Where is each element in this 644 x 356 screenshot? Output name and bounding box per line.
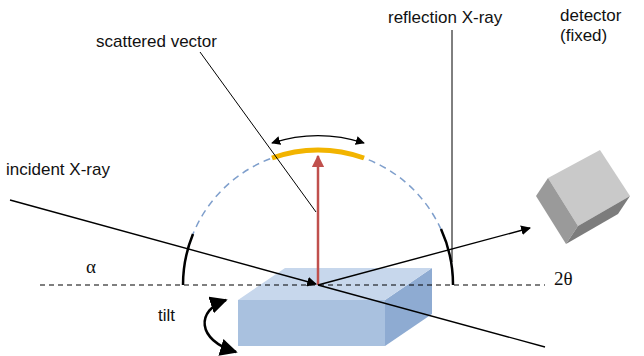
sample-block xyxy=(238,268,432,346)
angle-label: 2θ xyxy=(554,268,573,290)
incident-ray xyxy=(10,200,316,284)
reference-line xyxy=(40,284,545,285)
angle-label: α xyxy=(86,256,96,278)
ray-label: incident X-ray xyxy=(6,160,110,180)
scan-circle xyxy=(183,150,453,285)
vector-label: scattered vector xyxy=(96,32,217,52)
transmitted-ray xyxy=(318,285,545,347)
detector-label: detector (fixed) xyxy=(560,6,640,45)
leader-line xyxy=(200,52,316,212)
ray-label: reflection X-ray xyxy=(388,8,502,28)
tilt-arrow xyxy=(205,300,236,352)
two-theta-arc xyxy=(441,229,453,285)
alpha-arc xyxy=(183,234,193,285)
detector-box xyxy=(536,150,630,244)
leader-line xyxy=(452,30,453,262)
scattered-vector xyxy=(317,156,320,285)
swing-arrow xyxy=(272,136,364,143)
motion-label: tilt xyxy=(158,306,175,326)
reflection-ray xyxy=(318,228,530,285)
